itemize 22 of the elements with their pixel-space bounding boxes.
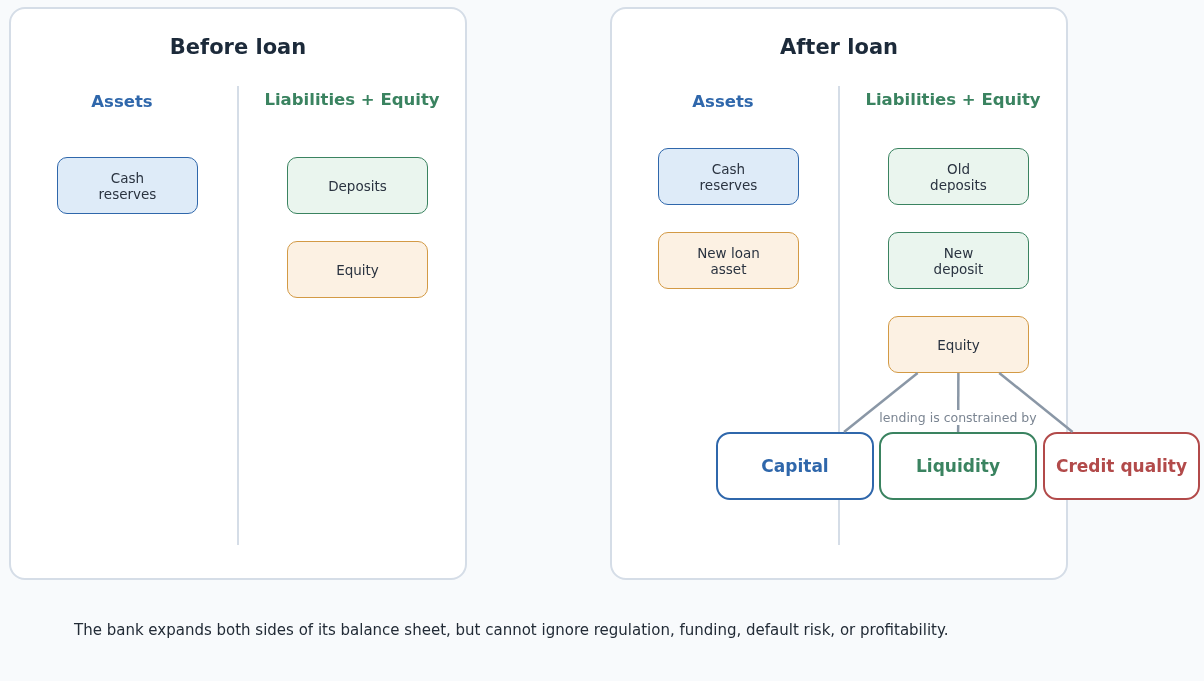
constraint-box: Capital [716,432,874,500]
balance-sheet-item: Equity [287,241,428,298]
balance-sheet-item: Deposits [287,157,428,214]
balance-sheet-item: Old deposits [888,148,1029,205]
connector-line [843,372,919,433]
column-heading: Assets [91,92,153,111]
annotation-text: lending is constrained by [877,410,1039,425]
column-heading: Liabilities + Equity [865,90,1041,109]
panel-title: After loan [778,35,900,59]
caption: The bank expands both sides of its balance sheet, but cannot ignore regulation, funding, default risk, or profitability. [74,621,949,639]
balance-sheet-item: New loan asset [658,232,799,289]
panel-title: Before loan [168,35,308,59]
column-heading: Assets [692,92,754,111]
balance-sheet-item: Equity [888,316,1029,373]
panel-card [9,7,467,580]
balance-sheet-item: Cash reserves [658,148,799,205]
constraint-box: Credit quality [1043,432,1200,500]
column-heading: Liabilities + Equity [264,90,440,109]
constraint-box: Liquidity [879,432,1037,500]
balance-sheet-item: New deposit [888,232,1029,289]
connector-line [998,372,1074,433]
balance-sheet-item: Cash reserves [57,157,198,214]
